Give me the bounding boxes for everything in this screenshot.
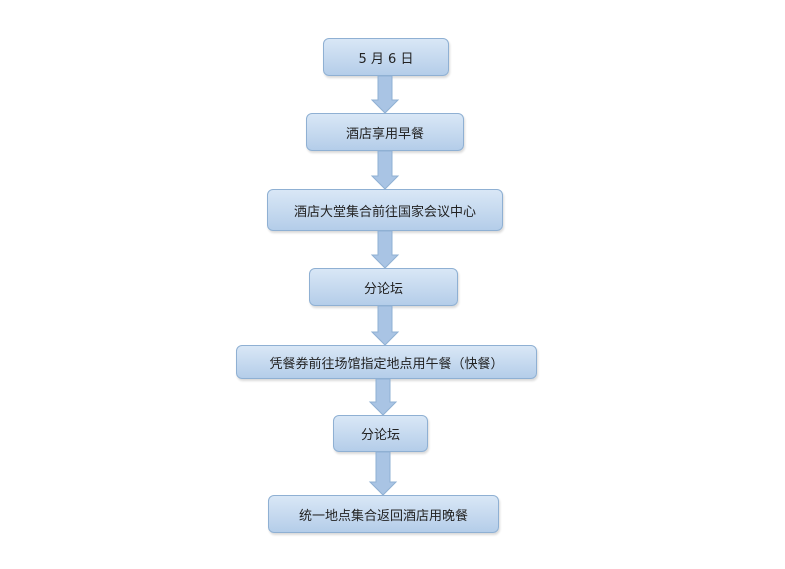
arrow-down-icon [370, 230, 400, 269]
step-lunch: 凭餐券前往场馆指定地点用午餐（快餐） [236, 345, 537, 379]
step-sub-forum-2: 分论坛 [333, 415, 428, 452]
step-label: 分论坛 [363, 281, 403, 297]
step-label: 酒店大堂集合前往国家会议中心 [293, 204, 476, 220]
step-label: 凭餐券前往场馆指定地点用午餐（快餐） [269, 356, 504, 372]
step-label: 统一地点集合返回酒店用晚餐 [298, 508, 468, 524]
arrow-down-icon [370, 150, 400, 190]
arrow-down-icon [368, 451, 398, 496]
arrow-down-icon [370, 305, 400, 346]
step-dinner: 统一地点集合返回酒店用晚餐 [268, 495, 499, 533]
step-label: 分论坛 [360, 428, 400, 443]
step-date: 5 月 6 日 [323, 38, 449, 76]
arrow-down-icon [368, 378, 398, 416]
step-label: 酒店享用早餐 [345, 126, 424, 142]
arrow-down-icon [370, 75, 400, 114]
step-label: 5 月 6 日 [358, 51, 414, 67]
step-gather-to-conference: 酒店大堂集合前往国家会议中心 [267, 189, 503, 231]
